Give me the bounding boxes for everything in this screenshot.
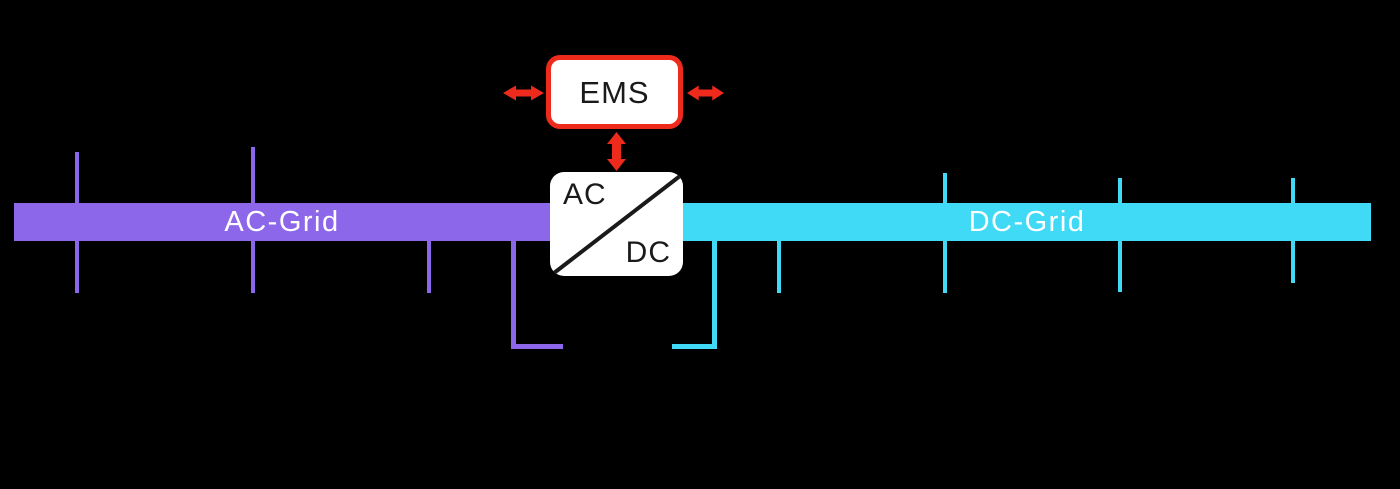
ac-drop-connection-line [511,241,563,349]
ac-tap-line [75,152,79,203]
dc-tap-line [777,241,781,293]
dc-tap-line [1118,178,1122,203]
ems-box: EMS [546,55,683,129]
double-arrow-left-right-icon [503,85,544,101]
ac-grid-label: AC-Grid [224,205,340,238]
dc-drop-connection-line [672,241,717,349]
ac-grid-bus: AC-Grid [14,203,550,241]
dc-grid-label: DC-Grid [968,205,1086,238]
converter-ac-side-label: AC [563,178,607,211]
double-arrow-up-down-icon [607,132,626,171]
dc-tap-line [1291,241,1295,283]
dc-tap-line [943,241,947,293]
ac-tap-line [75,241,79,293]
dc-tap-line [943,173,947,203]
converter-diagonal-line [552,174,682,275]
ac-tap-line [251,147,255,203]
dc-tap-line [1118,241,1122,292]
double-arrow-left-right-icon [687,85,724,101]
ac-dc-converter-box: AC DC [550,172,683,276]
converter-dc-side-label: DC [625,236,671,269]
ac-tap-line [427,241,431,293]
ems-label: EMS [579,74,650,110]
ac-tap-line [251,241,255,293]
dc-grid-bus: DC-Grid [683,203,1371,241]
dc-tap-line [1291,178,1295,203]
